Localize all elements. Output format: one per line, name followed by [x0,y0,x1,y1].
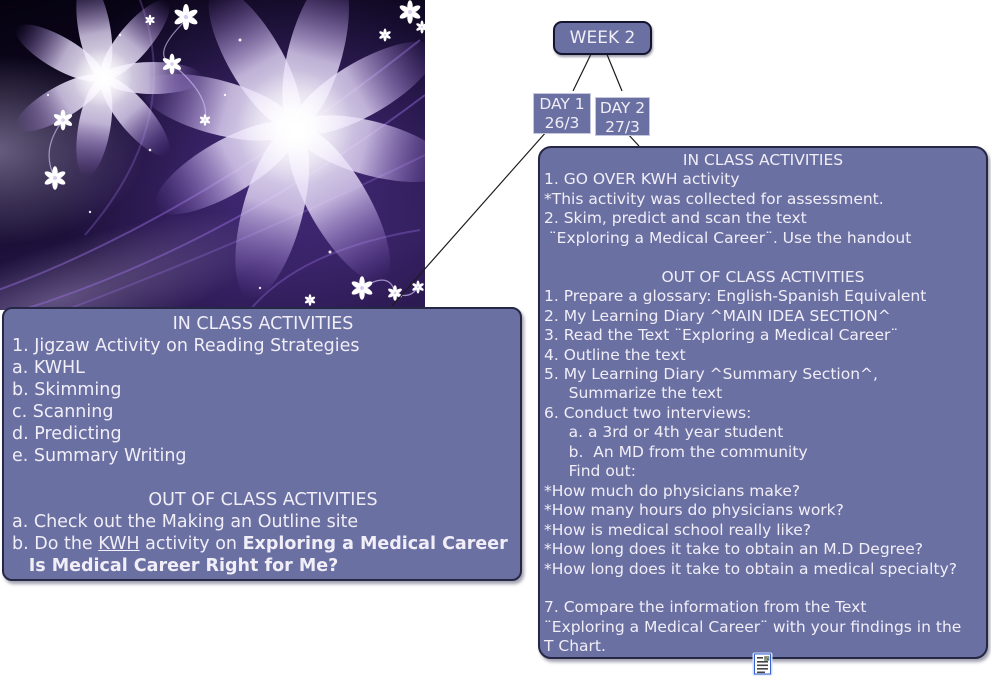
connector-week-day1 [572,51,593,92]
text-line: OUT OF CLASS ACTIVITIES [661,267,865,286]
text-line: ¨Exploring a Medical Career¨. Use the ha… [544,228,912,247]
text-line: c. Scanning [12,402,114,422]
text-line: 7. Compare the information from the Text [544,598,867,617]
text-line: 1. Jigzaw Activity on Reading Strategies [12,336,360,356]
text-line: a. KWHL [12,358,85,378]
text-line: IN CLASS ACTIVITIES [682,151,844,169]
day2-badge: DAY 2 27/3 [595,97,650,136]
day1-badge: DAY 1 26/3 [533,93,591,134]
text-line: b. Skimming [12,380,122,400]
embedded-document-icon[interactable] [752,652,773,676]
week-badge: WEEK 2 [553,21,652,55]
text-line: Summarize the text [544,384,723,403]
text-line: 1. Prepare a glossary: English-Spanish E… [544,287,927,306]
text-line: 5. My Learning Diary ^Summary Section^, [544,364,878,383]
text-line: *This activity was collected for assessm… [544,189,884,208]
text-line: 2. My Learning Diary ^MAIN IDEA SECTION^ [544,306,891,325]
text-line: IN CLASS ACTIVITIES [172,314,354,334]
day2-date: 27/3 [605,117,640,136]
text-line [544,248,982,267]
text-line: a. a 3rd or 4th year student [544,423,784,442]
text-line: 4. Outline the text [544,345,686,364]
text-line: d. Predicting [12,424,122,444]
text-line [12,467,514,489]
text-line: b. Do the KWH activity on Exploring a Me… [12,534,508,554]
connector-week-day2 [605,51,623,92]
text-line: *How is medical school really like? [544,520,812,539]
fractal-flower-image [0,0,520,389]
text-line: ¨Exploring a Medical Career¨ with your f… [544,617,962,636]
text-line: 6. Conduct two interviews: [544,403,752,422]
text-line: e. Summary Writing [12,446,187,466]
text-line: Find out: [544,462,636,481]
text-line [544,579,982,598]
text-line: *How much do physicians make? [544,481,801,500]
text-line: 1. GO OVER KWH activity [544,170,740,189]
text-line: *How many hours do physicians work? [544,501,844,520]
week-label: WEEK 2 [569,28,636,48]
day1-label: DAY 1 [539,95,585,113]
day1-date: 26/3 [544,113,580,132]
day2-label: DAY 2 [599,99,646,117]
text-line: Is Medical Career Right for Me? [28,556,339,576]
text-line: 2. Skim, predict and scan the text [544,209,807,228]
flower-art-svg [0,0,520,389]
text-line: OUT OF CLASS ACTIVITIES [148,490,378,510]
text-line: a. Check out the Making an Outline site [12,512,359,532]
text-line: T Chart. [544,637,606,656]
text-line: *How long does it take to obtain an M.D … [544,540,924,559]
text-line: *How long does it take to obtain a medic… [544,559,957,578]
text-line: b. An MD from the community [544,442,808,461]
text-line: 3. Read the Text ¨Exploring a Medical Ca… [544,326,899,345]
